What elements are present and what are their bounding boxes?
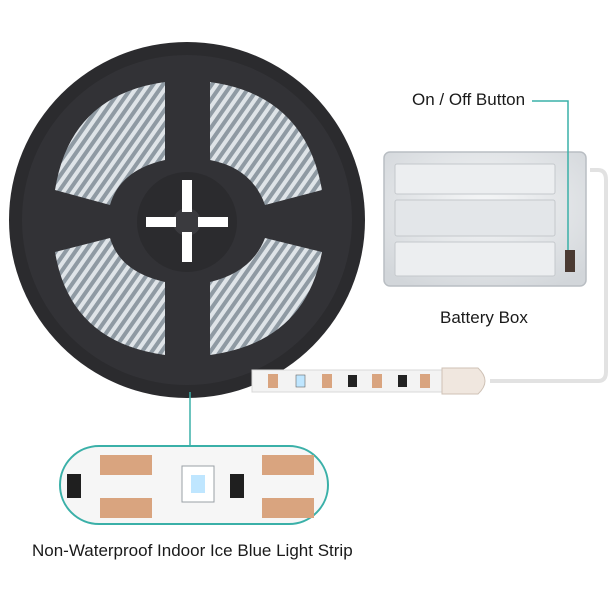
battery-wire [490,168,608,383]
battery-box-label: Battery Box [440,308,528,327]
battery-box [383,151,587,287]
light-strip-lead [251,367,486,395]
on-off-callout-line [532,100,569,250]
strip-detail-callout [59,445,329,525]
on-off-button-label: On / Off Button [412,90,526,109]
led-strip-reel [9,42,365,398]
light-strip-label: Non-Waterproof Indoor Ice Blue Light Str… [32,541,353,560]
